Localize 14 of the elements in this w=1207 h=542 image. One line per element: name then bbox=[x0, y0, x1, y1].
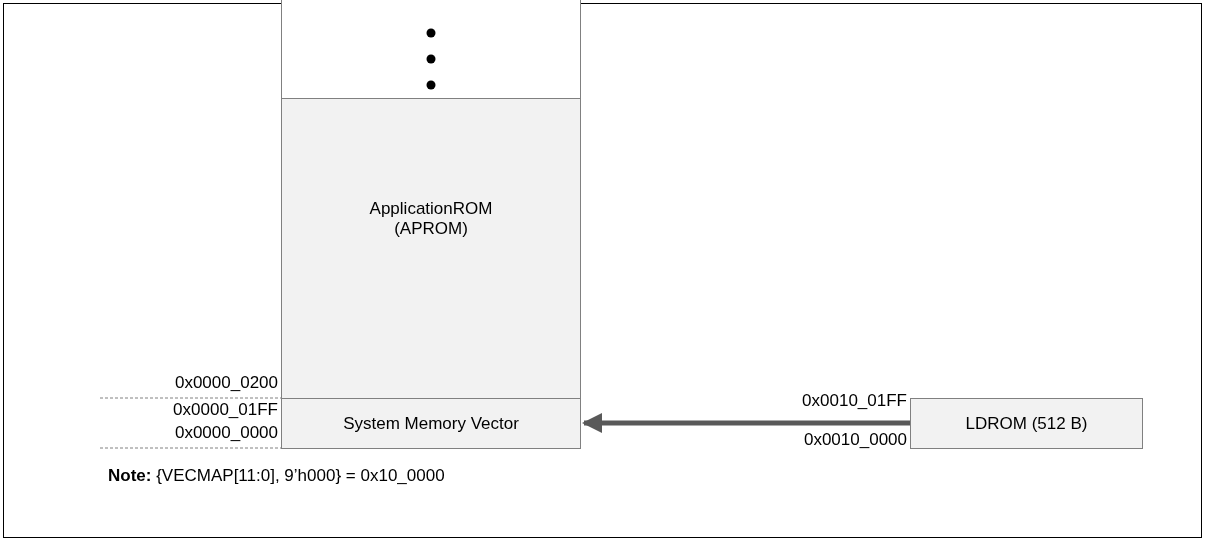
memory-region bbox=[910, 398, 1143, 449]
address-label: 0x0000_01FF bbox=[173, 400, 278, 420]
note-text: Note: {VECMAP[11:0], 9’h000} = 0x10_0000 bbox=[108, 466, 445, 486]
address-label: 0x0010_0000 bbox=[803, 430, 907, 450]
region-label: ApplicationROM (APROM) bbox=[368, 198, 494, 239]
region-label: LDROM (512 B) bbox=[965, 413, 1088, 434]
memory-region bbox=[281, 98, 581, 399]
address-label: 0x0000_0200 bbox=[174, 373, 278, 393]
memory-region bbox=[281, 0, 581, 99]
region-label: System Memory Vector bbox=[343, 413, 519, 434]
address-label: 0x0010_01FF bbox=[802, 391, 907, 411]
arrow bbox=[582, 413, 910, 433]
address-label: 0x0000_0000 bbox=[174, 423, 278, 443]
memory-region bbox=[281, 398, 581, 449]
